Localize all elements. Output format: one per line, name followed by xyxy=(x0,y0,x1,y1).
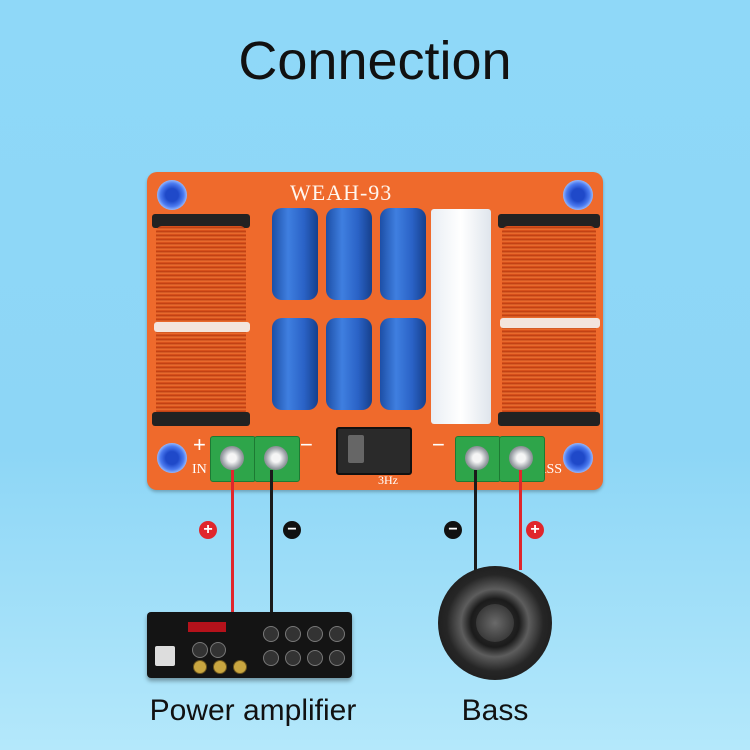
terminal-screw xyxy=(509,446,533,470)
knob-icon xyxy=(307,650,323,666)
negative-marker: − xyxy=(283,521,301,539)
knob-icon xyxy=(210,642,226,658)
positive-marker: + xyxy=(199,521,217,539)
audio-jack-icon xyxy=(213,660,227,674)
power-amplifier-image xyxy=(147,612,352,678)
positive-wire-amplifier xyxy=(231,470,234,612)
ceramic-resistor xyxy=(431,209,491,424)
knob-icon xyxy=(307,626,323,642)
coil-bobbin xyxy=(498,214,600,228)
capacitor xyxy=(326,208,372,300)
negative-marker: − xyxy=(444,521,462,539)
mounting-hole xyxy=(563,180,593,210)
knob-icon xyxy=(263,626,279,642)
input-minus-symbol: − xyxy=(300,432,313,457)
audio-jack-icon xyxy=(193,660,207,674)
capacitor xyxy=(272,318,318,410)
page-title: Connection xyxy=(238,31,512,91)
coil-bobbin xyxy=(152,214,250,228)
switch-label: 3Hz xyxy=(378,473,398,487)
negative-wire-amplifier xyxy=(270,470,273,612)
capacitor xyxy=(380,208,426,300)
mounting-hole xyxy=(157,180,187,210)
capacitor xyxy=(272,208,318,300)
input-plus-symbol: + xyxy=(193,432,206,457)
audio-jack-icon xyxy=(233,660,247,674)
output-minus-symbol: − xyxy=(432,432,445,457)
bass-caption: Bass xyxy=(461,694,529,727)
usb-port-icon xyxy=(155,646,175,666)
terminal-screw xyxy=(264,446,288,470)
capacitor xyxy=(380,318,426,410)
coil-bobbin xyxy=(152,412,250,426)
knob-icon xyxy=(263,650,279,666)
mounting-hole xyxy=(563,443,593,473)
amplifier-caption: Power amplifier xyxy=(149,694,357,727)
knob-icon xyxy=(329,626,345,642)
knob-icon xyxy=(192,642,208,658)
input-label: IN xyxy=(192,462,207,477)
knob-icon xyxy=(285,650,301,666)
speaker-dust-cap xyxy=(476,604,514,642)
display-icon xyxy=(188,622,226,632)
inductor-coil-left xyxy=(156,226,246,416)
capacitor xyxy=(326,318,372,410)
cable-tie xyxy=(154,322,250,332)
terminal-screw xyxy=(220,446,244,470)
positive-marker: + xyxy=(526,521,544,539)
switch-knob[interactable] xyxy=(348,435,364,463)
mounting-hole xyxy=(157,443,187,473)
knob-icon xyxy=(329,650,345,666)
negative-wire-bass xyxy=(474,470,477,570)
coil-bobbin xyxy=(498,412,600,426)
positive-wire-bass xyxy=(519,470,522,570)
cable-tie xyxy=(500,318,600,328)
knob-icon xyxy=(285,626,301,642)
board-model-label: WEAH-93 xyxy=(290,180,393,205)
terminal-screw xyxy=(465,446,489,470)
